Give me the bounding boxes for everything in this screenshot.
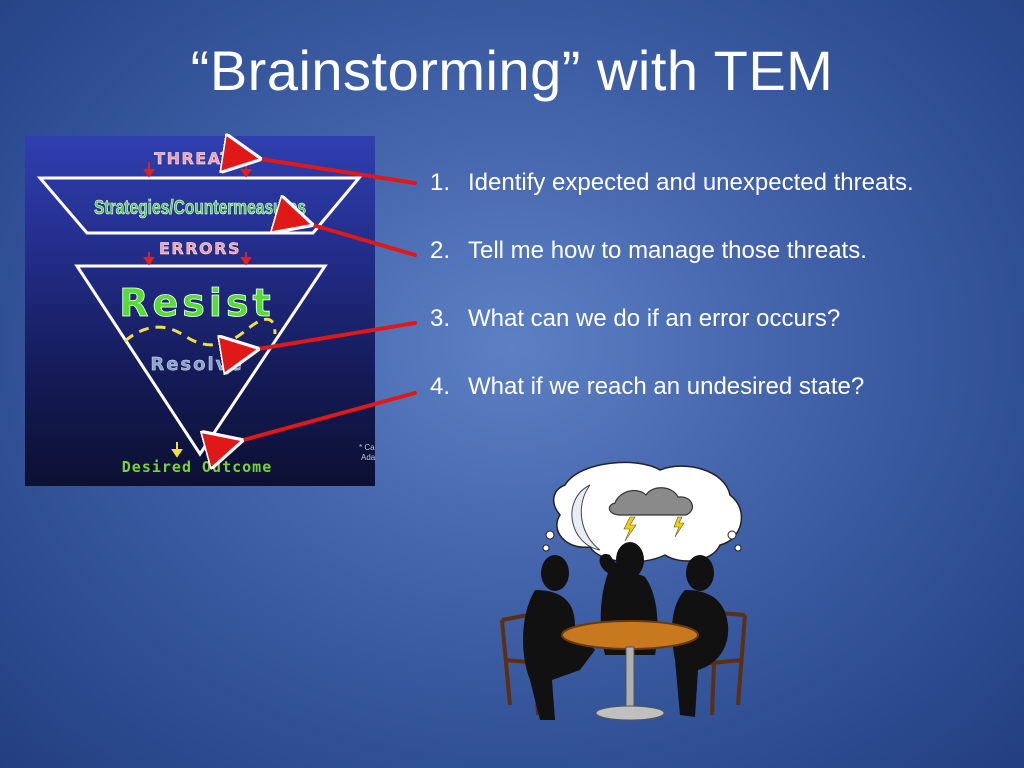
list-item-number: 2. xyxy=(430,237,451,264)
footnote-line-2: Ada xyxy=(361,453,375,462)
brainstorm-clipart xyxy=(500,461,747,721)
list-item-number: 3. xyxy=(430,305,451,332)
round-table xyxy=(561,620,699,650)
lightning-icon xyxy=(623,516,637,542)
resist-label: Resist xyxy=(119,281,274,325)
threat-arrow-icon xyxy=(252,321,417,350)
list-item: 2. Tell me how to manage those threats. xyxy=(430,236,914,304)
chairs xyxy=(500,611,747,716)
threat-arrow-icon xyxy=(306,223,417,257)
moon-icon xyxy=(571,484,601,551)
list-item-text: What if we reach an undesired state? xyxy=(468,373,865,400)
resist-resolve-divider xyxy=(124,317,277,347)
lightning-icon xyxy=(673,516,685,538)
list-item-text: Identify expected and unexpected threats… xyxy=(468,169,914,196)
threat-arrow-icon xyxy=(254,158,417,185)
list-item-number: 1. xyxy=(430,169,451,196)
footnote-line-1: * Ca xyxy=(359,443,375,452)
slide-title: “Brainstorming” with TEM xyxy=(190,39,834,102)
list-item: 3. What can we do if an error occurs? xyxy=(430,304,914,372)
list-item-number: 4. xyxy=(430,373,451,400)
question-list: 1. Identify expected and unexpected threa… xyxy=(430,168,914,440)
list-item-text: What can we do if an error occurs? xyxy=(468,305,841,332)
table-leg xyxy=(625,646,635,708)
threat-arrow-icon xyxy=(236,391,417,442)
table-base xyxy=(595,705,665,721)
list-item: 1. Identify expected and unexpected threa… xyxy=(430,168,914,236)
storm-cloud-icon xyxy=(608,487,694,516)
errors-label: ERRORS xyxy=(159,239,241,258)
strategies-label: Strategies/Countermeasures xyxy=(94,197,306,219)
list-item-text: Tell me how to manage those threats. xyxy=(468,237,867,264)
list-item: 4. What if we reach an undesired state? xyxy=(430,372,914,440)
